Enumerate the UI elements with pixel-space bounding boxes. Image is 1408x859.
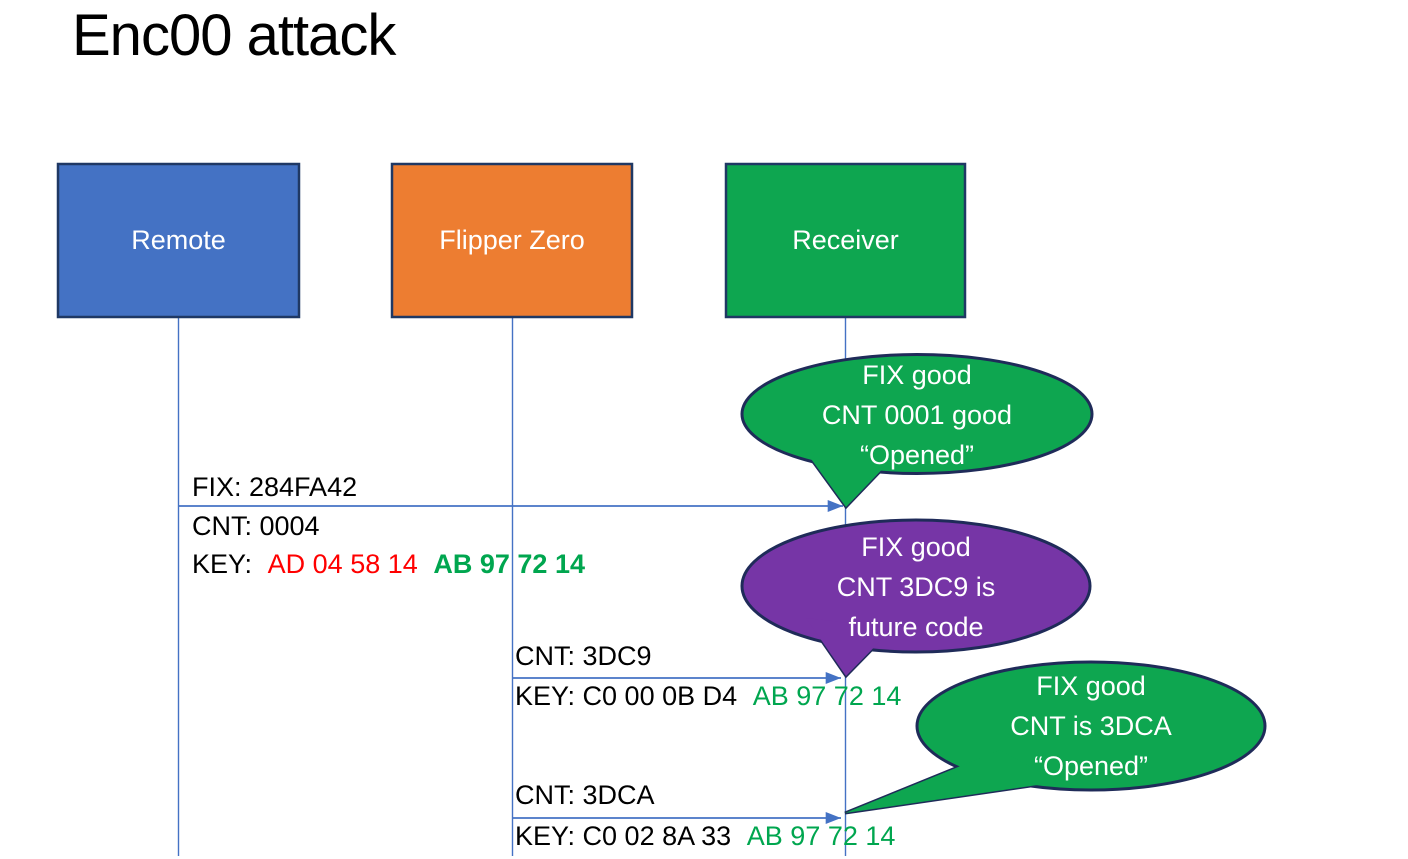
speech-bubble-2-shape	[740, 518, 1092, 679]
speech-bubble-1-shape	[740, 353, 1094, 510]
key-segment-green: AB 97 72 14	[752, 681, 902, 711]
message1-cnt-line: CNT: 0004	[192, 510, 320, 543]
actor-box-receiver	[724, 162, 967, 319]
message1-fix-line: FIX: 284FA42	[192, 471, 357, 504]
key-label: KEY:	[192, 549, 253, 579]
cnt-value: CNT: 0004	[192, 511, 320, 541]
cnt-value: CNT: 3DC9	[515, 641, 652, 671]
key-segment-black: KEY: C0 02 8A 33	[515, 821, 732, 851]
key-segment-green: AB 97 72 14	[746, 821, 896, 851]
key-segment-black: KEY: C0 00 0B D4	[515, 681, 738, 711]
key-segment-red: AD 04 58 14	[267, 549, 418, 579]
message2-cnt-line: CNT: 3DC9	[515, 640, 652, 673]
message1-key-line: KEY: AD 04 58 14 AB 97 72 14	[192, 548, 585, 581]
cnt-value: CNT: 3DCA	[515, 780, 655, 810]
fix-value: FIX: 284FA42	[192, 472, 358, 502]
actor-box-flipper-zero	[390, 162, 634, 319]
speech-bubble-3-shape	[844, 660, 1267, 815]
message3-key-line: KEY: C0 02 8A 33 AB 97 72 14	[515, 820, 895, 853]
message2-key-line: KEY: C0 00 0B D4 AB 97 72 14	[515, 680, 901, 713]
key-segment-green: AB 97 72 14	[433, 549, 585, 579]
message3-cnt-line: CNT: 3DCA	[515, 779, 655, 812]
page-title: Enc00 attack	[72, 3, 396, 68]
actor-box-remote	[56, 162, 301, 319]
